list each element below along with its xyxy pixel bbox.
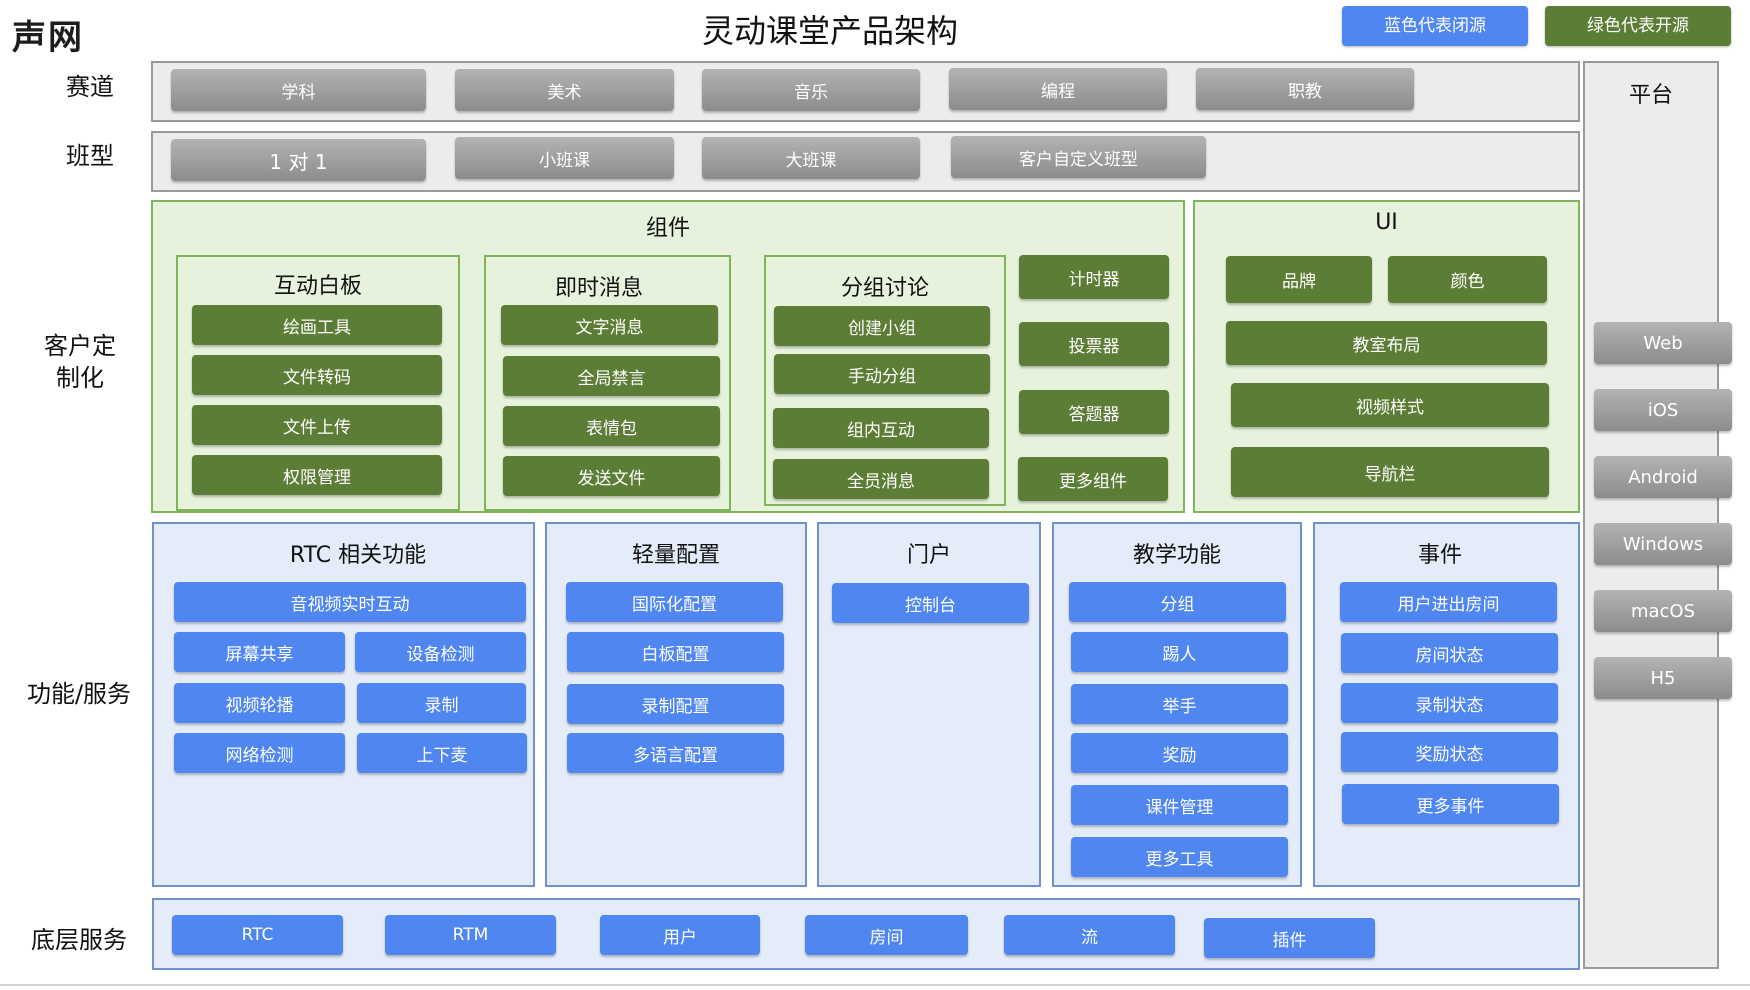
platform-item-web: Web: [1594, 322, 1732, 364]
class-type-item: 大班课: [702, 137, 920, 179]
platform-panel: [1583, 61, 1719, 969]
rtc-item: 设备检测: [355, 632, 526, 672]
component-quiz: 答题器: [1019, 390, 1169, 434]
rtc-item: 音视频实时互动: [174, 582, 526, 622]
teaching-item: 举手: [1071, 684, 1288, 724]
bottom-divider: [0, 984, 1750, 986]
events-item: 奖励状态: [1341, 732, 1558, 772]
teaching-title: 教学功能: [1132, 543, 1221, 568]
group-discussion-item: 手动分组: [774, 354, 990, 394]
portal-panel: [817, 522, 1041, 887]
row-label-class-type: 班型: [66, 142, 114, 170]
light-config-item: 白板配置: [567, 632, 784, 672]
components-title: 组件: [645, 216, 690, 241]
teaching-item: 课件管理: [1071, 785, 1288, 825]
im-item: 表情包: [503, 406, 720, 446]
platform-item-ios: iOS: [1594, 389, 1732, 431]
ui-item-color: 颜色: [1388, 256, 1547, 303]
events-item: 房间状态: [1341, 633, 1558, 673]
im-item: 文字消息: [501, 305, 718, 345]
rtc-item: 视频轮播: [174, 683, 345, 723]
light-config-item: 国际化配置: [566, 582, 783, 622]
legend-closed-source: 蓝色代表闭源: [1342, 6, 1528, 46]
track-item: 美术: [455, 69, 674, 111]
whiteboard-item: 权限管理: [192, 455, 442, 495]
teaching-item: 踢人: [1071, 632, 1288, 672]
base-service-item: 房间: [805, 915, 968, 955]
events-item: 更多事件: [1342, 784, 1559, 824]
im-item: 发送文件: [503, 456, 720, 496]
platform-title: 平台: [1628, 83, 1673, 108]
platform-item-h5: H5: [1594, 657, 1732, 699]
base-service-item: RTM: [385, 915, 556, 955]
row-label-functions: 功能/服务: [26, 680, 132, 708]
group-discussion-item: 创建小组: [774, 306, 990, 346]
ui-title: UI: [1375, 210, 1398, 235]
ui-item-brand: 品牌: [1226, 256, 1372, 303]
ui-item-video-style: 视频样式: [1231, 383, 1549, 427]
class-type-item: 客户自定义班型: [951, 136, 1206, 178]
class-type-item: 小班课: [455, 137, 674, 179]
base-service-item: 用户: [600, 915, 760, 955]
track-item: 职教: [1196, 68, 1414, 110]
track-item: 音乐: [702, 69, 920, 111]
rtc-item: 录制: [357, 683, 526, 723]
track-item: 学科: [171, 69, 426, 111]
whiteboard-title: 互动白板: [273, 274, 362, 299]
rtc-item: 屏幕共享: [174, 632, 345, 672]
component-timer: 计时器: [1019, 255, 1169, 299]
ui-item-navbar: 导航栏: [1231, 447, 1549, 497]
whiteboard-item: 绘画工具: [192, 305, 442, 345]
whiteboard-item: 文件上传: [192, 405, 442, 445]
portal-console: 控制台: [832, 583, 1029, 623]
platform-item-macos: macOS: [1594, 590, 1732, 632]
platform-item-windows: Windows: [1594, 523, 1732, 565]
ui-item-layout: 教室布局: [1226, 321, 1547, 365]
rtc-item: 上下麦: [357, 733, 527, 773]
platform-item-android: Android: [1594, 456, 1732, 498]
light-config-item: 录制配置: [567, 684, 784, 724]
teaching-item: 分组: [1069, 582, 1286, 622]
row-label-base: 底层服务: [31, 926, 127, 954]
component-more: 更多组件: [1018, 457, 1168, 501]
light-config-item: 多语言配置: [567, 733, 784, 773]
events-item: 用户进出房间: [1340, 582, 1557, 622]
legend-open-source: 绿色代表开源: [1545, 6, 1731, 46]
component-vote: 投票器: [1019, 322, 1169, 366]
events-title: 事件: [1417, 543, 1462, 568]
teaching-item: 更多工具: [1071, 837, 1288, 877]
group-discussion-item: 组内互动: [773, 408, 989, 448]
portal-title: 门户: [906, 543, 951, 568]
whiteboard-item: 文件转码: [192, 355, 442, 395]
track-item: 编程: [949, 68, 1167, 110]
base-service-item: RTC: [172, 915, 343, 955]
light-config-title: 轻量配置: [631, 543, 720, 568]
base-service-item: 插件: [1204, 918, 1375, 958]
page-title: 灵动课堂产品架构: [701, 12, 958, 50]
row-label-custom: 客户定 制化: [44, 332, 116, 392]
group-discussion-item: 全员消息: [773, 459, 989, 499]
im-item: 全局禁言: [503, 356, 720, 396]
rtc-item: 网络检测: [174, 733, 345, 773]
im-title: 即时消息: [554, 276, 643, 301]
brand-logo: 声网: [12, 18, 84, 58]
rtc-title: RTC 相关功能: [289, 543, 427, 568]
row-label-track: 赛道: [66, 73, 114, 101]
group-discussion-title: 分组讨论: [840, 276, 929, 301]
class-type-item: 1 对 1: [171, 139, 426, 181]
base-service-item: 流: [1004, 915, 1175, 955]
teaching-item: 奖励: [1071, 733, 1288, 773]
events-item: 录制状态: [1341, 683, 1558, 723]
